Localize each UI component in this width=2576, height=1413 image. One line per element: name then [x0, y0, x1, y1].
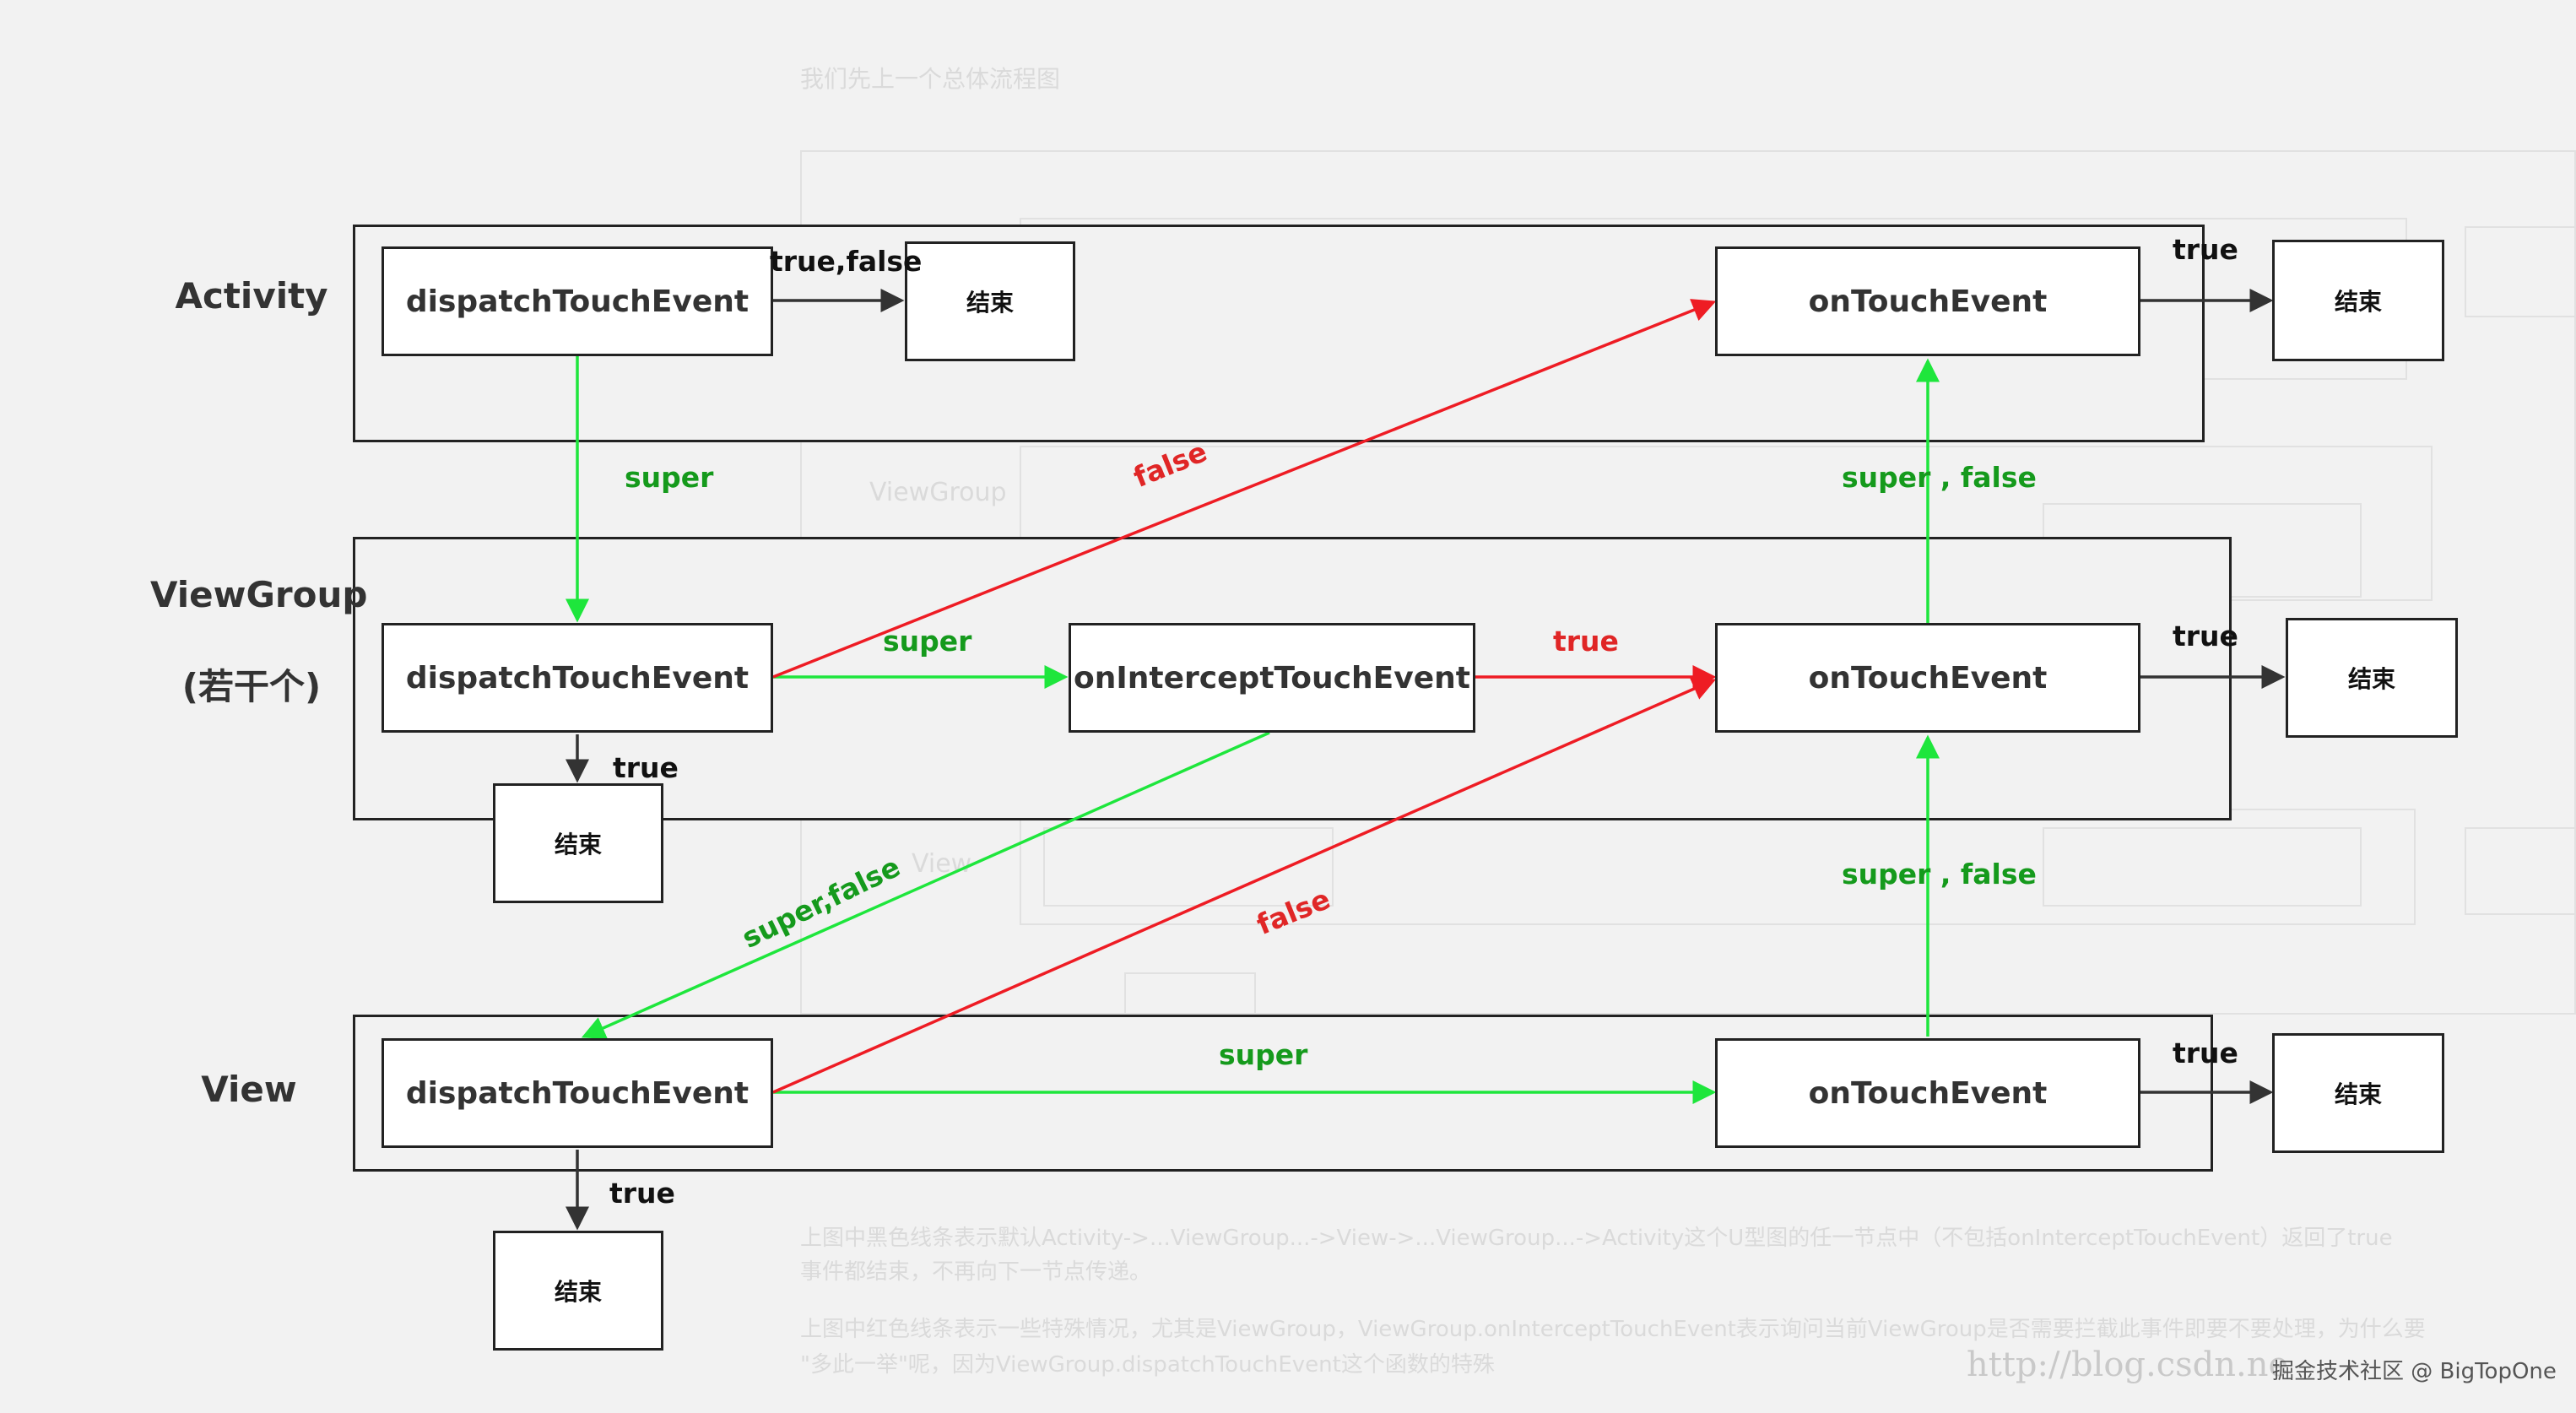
activity-dispatch-end-node: 结束 [905, 241, 1075, 361]
viewgroup-ontouch-end-node: 结束 [2286, 618, 2458, 738]
background-paragraph: 事件都结束，不再向下一节点传递。 [800, 1259, 1152, 1285]
viewgroup-intercept-node: onInterceptTouchEvent [1069, 623, 1475, 733]
label-activity-super: super [625, 461, 714, 494]
background-node [2043, 827, 2362, 907]
activity-dispatch-node: dispatchTouchEvent [382, 246, 773, 356]
view-dispatch-end-node: 结束 [493, 1231, 663, 1351]
label-view-to-vg-super-false: super , false [1842, 858, 2037, 891]
edge-intercept-superfalse [581, 731, 1270, 1039]
viewgroup-dispatch-end-node: 结束 [493, 783, 663, 903]
edge-vg-dispatch-false [772, 299, 1717, 679]
background-paragraph: "多此一举"呢，因为ViewGroup.dispatchTouchEvent这个… [800, 1352, 1495, 1378]
background-heading: 我们先上一个总体流程图 [800, 65, 1061, 93]
background-node [2465, 827, 2576, 915]
edge-view-dispatch-false [772, 678, 1717, 1094]
label-vg-dispatch-true: true [613, 751, 679, 784]
label-activity-ontouch-true: true [2173, 233, 2238, 266]
label-activity-dispatch-truefalse: true,false [770, 245, 923, 278]
view-dispatch-node: dispatchTouchEvent [382, 1038, 773, 1148]
activity-ontouch-node: onTouchEvent [1715, 246, 2140, 356]
label-vg-ontouch-true: true [2173, 620, 2238, 652]
background-paragraph: 上图中红色线条表示一些特殊情况，尤其是ViewGroup，ViewGroup.o… [800, 1317, 2426, 1342]
activity-ontouch-end-node: 结束 [2272, 240, 2444, 361]
background-node [2465, 226, 2576, 317]
view-row-label: View [201, 1069, 297, 1110]
label-vg-intercept-true: true [1553, 625, 1619, 658]
viewgroup-ontouch-node: onTouchEvent [1715, 623, 2140, 733]
credit-text: 掘金技术社区 @ BigTopOne [2272, 1359, 2557, 1384]
watermark-url: http://blog.csdn.ne [1967, 1345, 2289, 1384]
label-view-ontouch-true: true [2173, 1037, 2238, 1069]
view-ontouch-node: onTouchEvent [1715, 1038, 2140, 1148]
activity-row-label: Activity [175, 275, 328, 317]
label-vg-super: super [883, 625, 972, 658]
viewgroup-dispatch-node: dispatchTouchEvent [382, 623, 773, 733]
background-paragraph: 上图中黑色线条表示默认Activity->...ViewGroup...->Vi… [800, 1226, 2393, 1251]
label-view-super: super [1219, 1038, 1308, 1071]
label-vg-to-activity-super-false: super , false [1842, 461, 2037, 494]
viewgroup-count-note: (若干个) [181, 666, 322, 707]
background-node [1043, 827, 1334, 907]
label-view-dispatch-true: true [609, 1177, 675, 1210]
background-view-label: View [912, 849, 972, 879]
viewgroup-row-label: ViewGroup [150, 574, 368, 615]
background-viewgroup-label: ViewGroup [869, 478, 1007, 507]
view-ontouch-end-node: 结束 [2272, 1033, 2444, 1153]
